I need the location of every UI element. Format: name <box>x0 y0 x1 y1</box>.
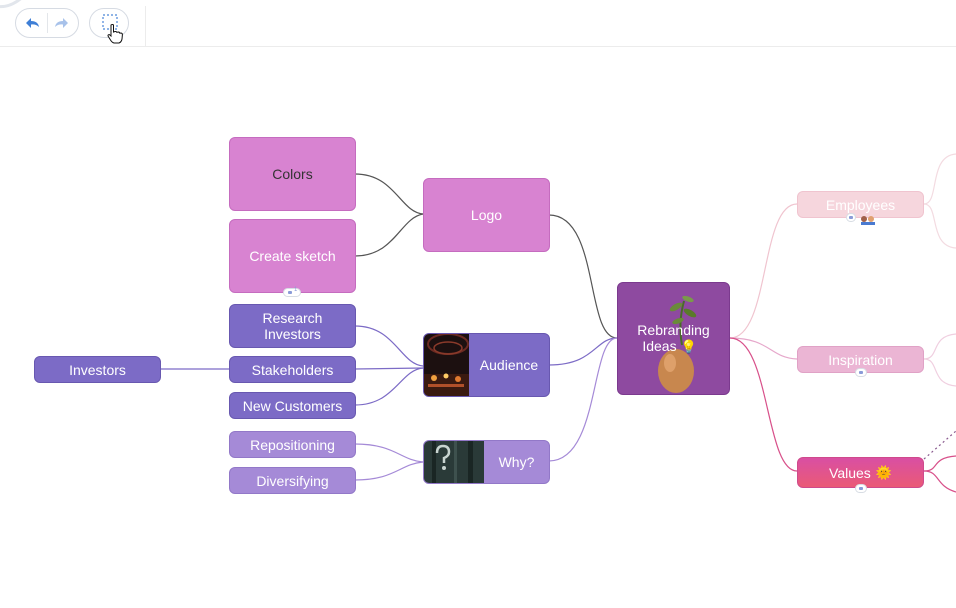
corner-decoration <box>0 0 22 9</box>
people-icon <box>860 212 876 225</box>
comment-icon <box>849 216 853 219</box>
toolbar-divider <box>145 6 146 46</box>
center-title-line2: Ideas <box>642 338 677 354</box>
center-title: Rebranding Ideas 💡 <box>637 322 709 355</box>
marquee-select-icon <box>102 14 118 30</box>
undo-arrow-icon <box>26 18 39 28</box>
question-mark-image <box>424 441 484 483</box>
node-values-label: Values <box>829 464 871 481</box>
toolbar <box>0 0 956 47</box>
node-diversifying[interactable]: Diversifying <box>229 467 356 494</box>
node-why[interactable]: Why? <box>423 440 550 484</box>
node-new-customers[interactable]: New Customers <box>229 392 356 419</box>
node-stakeholders-label: Stakeholders <box>251 361 334 378</box>
undo-button[interactable] <box>21 12 43 34</box>
sun-icon: 🌞 <box>875 464 892 480</box>
node-logo-label: Logo <box>470 207 503 223</box>
egg-plant-image <box>658 295 697 393</box>
node-new-customers-label: New Customers <box>242 397 343 414</box>
redo-button[interactable] <box>51 12 73 34</box>
node-investors-label: Investors <box>69 361 126 378</box>
select-tool-button[interactable] <box>89 8 129 44</box>
concert-image <box>424 334 469 396</box>
node-research-investors[interactable]: Research Investors <box>229 304 356 348</box>
redo-arrow-icon <box>55 18 68 28</box>
node-audience[interactable]: Audience <box>423 333 550 397</box>
connector-lines <box>161 153 956 493</box>
comment-icon <box>859 487 863 490</box>
comment-badge-employees[interactable] <box>846 213 856 222</box>
node-inspiration-label: Inspiration <box>828 351 893 368</box>
undo-redo-group <box>15 8 79 38</box>
attachment-badge[interactable]: 1 <box>283 287 301 297</box>
toolbar-separator <box>47 13 48 33</box>
comment-badge-values[interactable] <box>855 484 867 493</box>
node-why-label: Why? <box>498 454 535 470</box>
node-diversifying-label: Diversifying <box>256 472 329 489</box>
comment-icon <box>859 371 863 374</box>
center-title-line2-row: Ideas 💡 <box>629 338 709 355</box>
node-logo[interactable]: Logo <box>423 178 550 252</box>
node-create-sketch-label: Create sketch <box>249 248 336 264</box>
attachment-icon <box>288 291 292 294</box>
hand-pointer-icon <box>107 24 123 44</box>
node-investors[interactable]: Investors <box>34 356 161 383</box>
attachment-count: 1 <box>294 287 298 293</box>
lightbulb-icon: 💡 <box>680 339 697 354</box>
comment-badge-inspiration[interactable] <box>855 368 867 377</box>
node-colors[interactable]: Colors <box>229 137 356 211</box>
node-stakeholders[interactable]: Stakeholders <box>229 356 356 383</box>
node-repositioning-label: Repositioning <box>250 436 335 453</box>
node-colors-label: Colors <box>272 166 313 182</box>
node-create-sketch[interactable]: Create sketch <box>229 219 356 293</box>
node-research-investors-label: Research Investors <box>262 310 323 342</box>
node-rebranding-ideas[interactable]: Rebranding Ideas 💡 <box>617 282 730 395</box>
node-values[interactable]: Values 🌞 <box>797 457 924 488</box>
node-repositioning[interactable]: Repositioning <box>229 431 356 458</box>
node-employees-label: Employees <box>825 196 896 213</box>
center-title-line1: Rebranding <box>637 322 710 338</box>
node-audience-label: Audience <box>479 357 539 373</box>
node-employees[interactable]: Employees <box>797 191 924 218</box>
